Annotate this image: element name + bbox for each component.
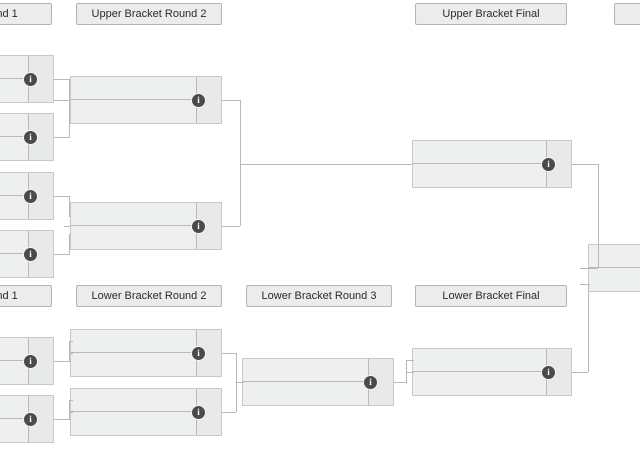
connector-line	[64, 100, 71, 101]
round-header-label: und 1	[0, 8, 18, 20]
connector-line	[69, 100, 70, 118]
connector-line	[222, 226, 240, 227]
match-slot-top[interactable]	[589, 245, 640, 268]
connector-line	[69, 400, 70, 412]
info-icon[interactable]: i	[23, 412, 38, 427]
round-header-label: Upper Bracket Final	[442, 8, 540, 20]
connector-line	[69, 412, 70, 420]
header-upper-bracket-round-1[interactable]: und 1	[0, 3, 52, 25]
connector-line	[580, 268, 598, 269]
info-icon[interactable]: i	[191, 219, 206, 234]
connector-line	[394, 382, 406, 383]
info-icon[interactable]: i	[191, 346, 206, 361]
match-slot-top[interactable]	[413, 349, 571, 372]
header-grand-final[interactable]: G	[614, 3, 640, 25]
info-icon[interactable]: i	[23, 247, 38, 262]
connector-line	[236, 382, 237, 412]
connector-line	[69, 353, 73, 354]
header-lower-bracket-final[interactable]: Lower Bracket Final	[415, 285, 567, 307]
round-header-label: Lower Bracket Final	[442, 290, 540, 302]
round-header-label: und 1	[0, 290, 18, 302]
round-header-label: Lower Bracket Round 2	[91, 290, 207, 302]
round-header-label: Lower Bracket Round 3	[261, 290, 377, 302]
match-ub-r1-1[interactable]	[0, 55, 54, 103]
match-slot-top[interactable]	[71, 203, 221, 226]
info-icon[interactable]: i	[363, 375, 378, 390]
header-lower-bracket-round-2[interactable]: Lower Bracket Round 2	[76, 285, 222, 307]
connector-line	[406, 372, 407, 383]
connector-line	[64, 226, 71, 227]
connector-line	[69, 341, 73, 342]
match-slot-top[interactable]	[71, 389, 221, 412]
info-icon[interactable]: i	[23, 72, 38, 87]
header-lower-bracket-round-1[interactable]: und 1	[0, 285, 52, 307]
connector-line	[236, 382, 244, 383]
match-slot-top[interactable]	[71, 77, 221, 100]
connector-line	[588, 284, 589, 372]
match-slot-bottom[interactable]	[589, 268, 640, 291]
connector-line	[69, 400, 73, 401]
connector-line	[54, 196, 70, 197]
round-header-label: Upper Bracket Round 2	[91, 8, 207, 20]
connector-line	[69, 234, 70, 255]
connector-line	[69, 412, 73, 413]
info-icon[interactable]: i	[541, 365, 556, 380]
connector-line	[222, 412, 236, 413]
info-icon[interactable]: i	[23, 354, 38, 369]
match-slot-top[interactable]	[71, 330, 221, 353]
connector-line	[54, 79, 70, 80]
connector-line	[236, 353, 237, 382]
connector-line	[572, 164, 598, 165]
connector-line	[69, 341, 70, 353]
info-icon[interactable]: i	[191, 405, 206, 420]
header-lower-bracket-round-3[interactable]: Lower Bracket Round 3	[246, 285, 392, 307]
connector-line	[240, 100, 241, 164]
connector-line	[572, 372, 588, 373]
match-lb-r3-1[interactable]	[242, 358, 394, 406]
connector-line	[54, 361, 71, 362]
info-icon[interactable]: i	[191, 93, 206, 108]
connector-line	[406, 360, 414, 361]
connector-line	[406, 372, 414, 373]
connector-line	[222, 353, 236, 354]
info-icon[interactable]: i	[23, 189, 38, 204]
header-upper-bracket-round-2[interactable]: Upper Bracket Round 2	[76, 3, 222, 25]
info-icon[interactable]: i	[541, 157, 556, 172]
connector-line	[240, 164, 412, 165]
connector-line	[54, 137, 70, 138]
connector-line	[222, 100, 240, 101]
connector-line	[406, 360, 407, 372]
connector-line	[54, 254, 70, 255]
connector-line	[240, 164, 241, 226]
match-slot-top[interactable]	[413, 141, 571, 164]
header-upper-bracket-final[interactable]: Upper Bracket Final	[415, 3, 567, 25]
connector-line	[69, 79, 70, 100]
connector-line	[54, 100, 70, 101]
connector-line	[69, 117, 70, 138]
match-slot-top[interactable]	[243, 359, 393, 382]
info-icon[interactable]: i	[23, 130, 38, 145]
connector-line	[598, 164, 599, 268]
connector-line	[69, 196, 70, 217]
connector-line	[580, 284, 590, 285]
connector-line	[69, 353, 70, 362]
connector-line	[54, 419, 71, 420]
